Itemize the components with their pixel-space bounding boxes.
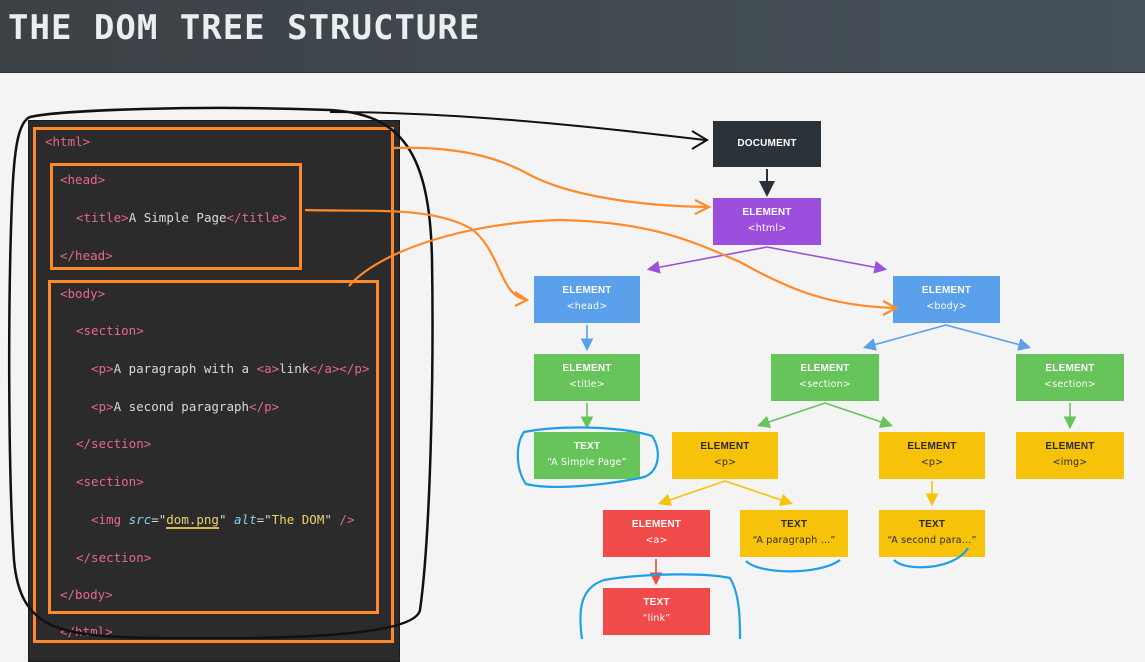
node-section-1: ELEMENT <section> — [771, 354, 879, 401]
node-title: ELEMENT <title> — [534, 354, 640, 401]
code-token: </body> — [60, 587, 113, 602]
code-token: </head> — [60, 248, 113, 263]
code-token: =" — [151, 512, 167, 527]
code-token: A second paragraph — [113, 399, 250, 414]
orange-arrowhead-body — [882, 300, 899, 316]
code-token: " — [218, 512, 235, 527]
code-token: A Simple Page — [128, 210, 227, 225]
connector-p1-text — [724, 480, 794, 506]
code-line: </section> — [76, 436, 151, 451]
black-arrowhead — [691, 130, 709, 150]
head-highlight-box — [50, 163, 302, 270]
blue-annotation-text-p2 — [893, 547, 969, 569]
code-token: src — [128, 512, 152, 527]
connector-body-section1 — [862, 324, 947, 351]
code-token: " — [324, 512, 340, 527]
code-token: link — [279, 361, 310, 376]
code-line: </section> — [76, 550, 151, 565]
code-token: <p> — [91, 399, 114, 414]
code-line: <section> — [76, 474, 144, 489]
code-token: <html> — [45, 134, 91, 149]
code-line: <img src="dom.png" alt="The DOM" /> — [91, 512, 355, 529]
code-token: <title> — [76, 210, 129, 225]
code-token: <p> — [91, 361, 114, 376]
slide-title: THE DOM TREE STRUCTURE — [8, 8, 481, 48]
orange-arrow-head — [304, 208, 526, 301]
code-line: </body> — [60, 587, 113, 602]
connector-body-section2 — [945, 324, 1032, 351]
node-text-title: TEXT “A Simple Page” — [534, 432, 640, 479]
code-token: </section> — [76, 550, 152, 565]
connector-section1-p1 — [756, 402, 826, 428]
blue-annotation-text-title — [516, 426, 659, 488]
code-line: <html> — [45, 134, 90, 149]
code-token: <section> — [76, 323, 144, 338]
connector-p1-a — [657, 480, 726, 506]
node-document: DOCUMENT — [713, 121, 821, 167]
node-a: ELEMENT <a> — [603, 510, 710, 557]
code-token: dom.png — [166, 512, 219, 529]
orange-arrowhead-html — [694, 199, 712, 215]
node-img: ELEMENT <img> — [1016, 432, 1124, 479]
code-token: A paragraph with a — [113, 361, 257, 376]
code-line: <body> — [60, 286, 105, 301]
node-text-link: TEXT “link” — [603, 588, 710, 635]
code-line: <head> — [60, 172, 105, 187]
code-token: </p> — [339, 361, 370, 376]
orange-arrow-body — [348, 218, 896, 310]
slide-header: THE DOM TREE STRUCTURE — [0, 0, 1145, 73]
code-line: <section> — [76, 323, 144, 338]
connector-html-head — [646, 246, 768, 274]
code-token: The DOM — [271, 512, 325, 527]
code-token: /> — [339, 512, 355, 527]
orange-arrow-html — [392, 146, 708, 209]
node-section-2: ELEMENT <section> — [1016, 354, 1124, 401]
blue-annotation-text-link — [579, 573, 742, 639]
code-token: <img — [91, 512, 129, 527]
code-line: <title>A Simple Page</title> — [76, 210, 287, 225]
code-line: <p>A second paragraph</p> — [91, 399, 279, 414]
connector-html-body — [766, 246, 888, 274]
blue-annotation-text-p1 — [745, 559, 841, 573]
node-p-2: ELEMENT <p> — [879, 432, 985, 479]
black-annotation-arrow — [329, 111, 706, 141]
code-token: </p> — [249, 399, 280, 414]
node-p-1: ELEMENT <p> — [672, 432, 778, 479]
code-line: <p>A paragraph with a <a>link</a></p> — [91, 361, 369, 376]
code-token: </section> — [76, 436, 152, 451]
connector-section1-p2 — [824, 402, 894, 428]
code-token: <section> — [76, 474, 144, 489]
body-highlight-box — [48, 280, 379, 614]
code-token: =" — [256, 512, 272, 527]
node-body: ELEMENT <body> — [893, 276, 1000, 323]
tree-connectors-and-annotations — [7, 106, 1077, 639]
node-text-p1: TEXT “A paragraph …” — [740, 510, 848, 557]
code-token: </title> — [226, 210, 287, 225]
code-token: <body> — [60, 286, 106, 301]
node-html: ELEMENT <html> — [713, 198, 821, 245]
code-token: alt — [234, 512, 257, 527]
node-head: ELEMENT <head> — [534, 276, 640, 323]
black-annotation-outline — [7, 106, 434, 639]
orange-arrowhead-head — [514, 291, 530, 307]
code-token: <a> — [256, 361, 280, 376]
code-token: <head> — [60, 172, 106, 187]
code-token: </a> — [309, 361, 340, 376]
code-line: </head> — [60, 248, 113, 263]
